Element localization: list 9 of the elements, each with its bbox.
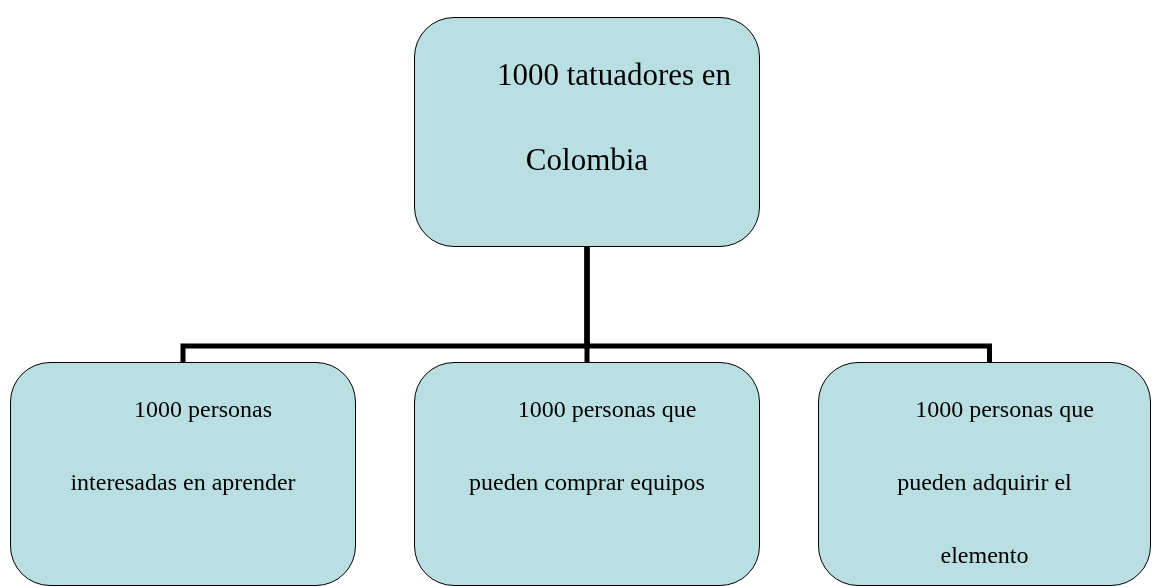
process-box — [818, 362, 1151, 586]
process-box — [10, 362, 356, 586]
process-box — [414, 362, 760, 586]
connector-line — [584, 247, 992, 362]
box-label: 1000 personas que pueden comprar equipos — [468, 395, 706, 497]
box-label: 1000 personas que pueden adquirir el elemento — [896, 395, 1094, 570]
box-label: 1000 tatuadores en Colombia — [495, 56, 733, 179]
box-label: 1000 personas interesadas en aprender — [69, 395, 297, 497]
process-box — [414, 17, 760, 247]
